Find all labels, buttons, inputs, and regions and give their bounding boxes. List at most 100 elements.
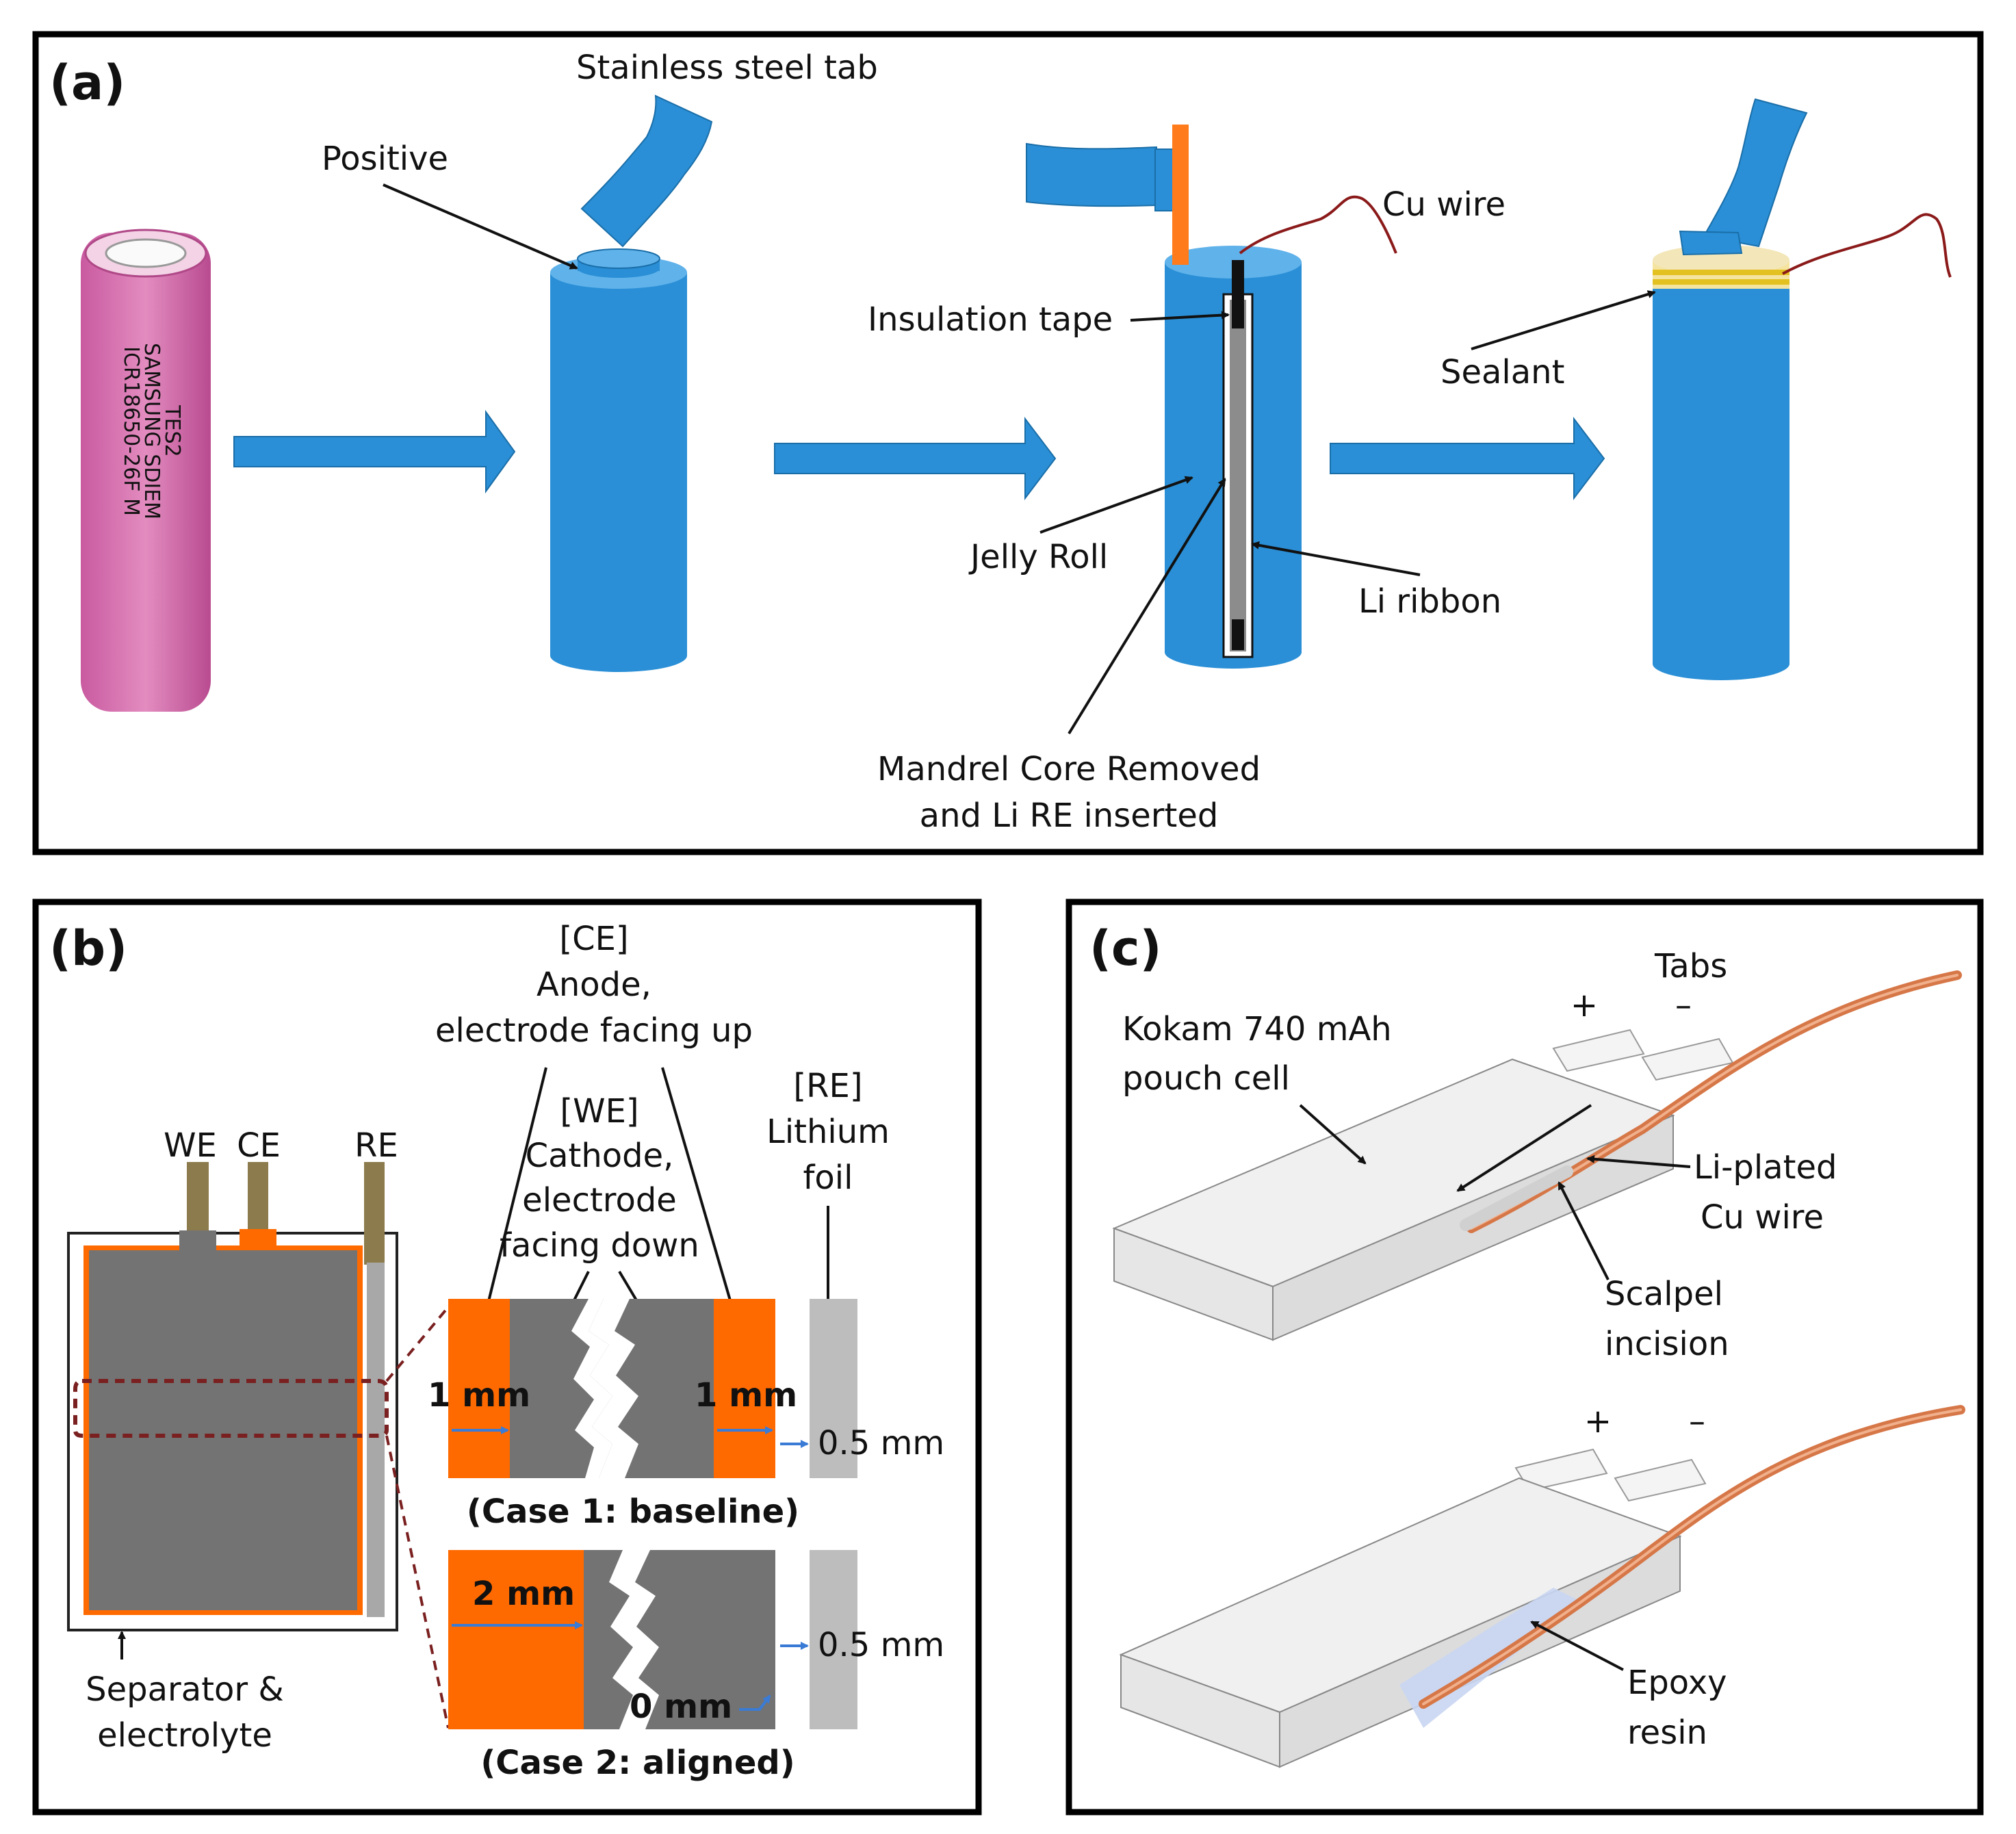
li-ribbon-leader	[1251, 541, 1421, 576]
plus-label-lower: +	[1584, 1402, 1612, 1441]
li-ribbon-label: Li ribbon	[1358, 582, 1501, 621]
ce-desc-line1: Anode,	[537, 966, 651, 1004]
kokam-label-line1: Kokam 740 mAh	[1122, 1010, 1392, 1048]
stainless-steel-tab-loose	[580, 94, 713, 248]
tabs-label: Tabs	[1654, 947, 1727, 985]
zoom-line-bottom	[385, 1435, 450, 1729]
ce-tab	[248, 1162, 268, 1237]
li-ribbon	[1230, 300, 1246, 651]
epoxy-leader	[1530, 1620, 1624, 1671]
case1-1mm-right-label: 1 mm	[695, 1376, 797, 1415]
panel-b: (b) WE CE RE Separator & electrolyte [CE…	[32, 899, 982, 1816]
sealant-leader	[1471, 290, 1656, 350]
case2-2mm-label: 2 mm	[472, 1575, 575, 1613]
panel-a: (a) ICR18650-26F M SAMSUNG SDIEM TES2	[32, 31, 1984, 855]
process-arrow-2	[774, 417, 1057, 500]
ce-tab-base	[240, 1229, 276, 1245]
mandrel-leader	[1068, 478, 1226, 735]
separator-label-line2: electrolyte	[97, 1716, 272, 1755]
positive-leader	[383, 183, 578, 270]
insulation-tape-top	[1232, 260, 1244, 328]
plus-label-upper: +	[1571, 986, 1598, 1024]
samsung-18650-cell: ICR18650-26F M SAMSUNG SDIEM TES2	[81, 229, 211, 712]
insulation-tape-bottom	[1232, 619, 1244, 650]
process-arrow-3	[1330, 417, 1605, 500]
process-arrow-1	[233, 409, 516, 494]
section-dashed-box	[73, 1379, 389, 1438]
orange-lead	[1172, 125, 1189, 265]
cell-print-model: ICR18650-26F M	[119, 346, 143, 516]
case1-break-fill	[589, 1299, 638, 1478]
li-plated-leader	[1586, 1154, 1691, 1168]
panel-c-letter: (c)	[1089, 920, 1161, 977]
we-tag: [WE]	[560, 1092, 638, 1131]
epoxy-label-line1: Epoxy	[1627, 1664, 1727, 1702]
case2-break	[609, 1550, 659, 1729]
ce-leader-right	[661, 1067, 740, 1328]
stainless-steel-tab-label: Stainless steel tab	[576, 49, 878, 87]
jelly-roll-leader	[1039, 476, 1193, 534]
case2-0mm-label: 0 mm	[630, 1688, 732, 1726]
panel-b-letter: (b)	[49, 920, 127, 977]
minus-label-lower: –	[1689, 1402, 1705, 1441]
we-cathode-sheet	[89, 1250, 357, 1610]
mandrel-label-line1: Mandrel Core Removed	[877, 750, 1261, 788]
separator-outline	[67, 1232, 398, 1631]
li-plated-label-line2: Cu wire	[1701, 1198, 1824, 1237]
cell-print-brand: SAMSUNG SDIEM	[140, 343, 164, 519]
case1-re-foil	[810, 1299, 857, 1478]
case2-caption: (Case 2: aligned)	[480, 1744, 794, 1782]
panel-c: (c) Tabs + – Kokam 740 mAh pouch cell Li…	[1065, 899, 1984, 1816]
cell-opened-cylinder	[550, 248, 687, 672]
case2-05mm-label: 0.5 mm	[818, 1626, 944, 1664]
sealed-tab-base	[1679, 230, 1743, 256]
case2-section	[448, 1550, 775, 1729]
epoxy-label-line2: resin	[1627, 1714, 1707, 1752]
separator-label-line1: Separator &	[86, 1670, 284, 1709]
positive-label: Positive	[322, 140, 448, 178]
scalpel-label-line1: Scalpel	[1605, 1275, 1723, 1313]
we-desc-line1: Cathode,	[526, 1137, 674, 1175]
case2-re-foil	[810, 1550, 857, 1729]
li-plated-label-line1: Li-plated	[1694, 1148, 1837, 1187]
case2-dim-0mm	[739, 1694, 771, 1711]
sealed-cylinder	[1653, 245, 1789, 680]
case1-break	[571, 1299, 612, 1478]
li-plated-section	[1460, 1165, 1573, 1231]
scalpel-leader	[1558, 1181, 1610, 1280]
insulation-tape-label: Insulation tape	[868, 300, 1113, 339]
ce-label: CE	[237, 1126, 281, 1165]
we-tab-base	[179, 1230, 216, 1251]
re-desc-line1: Lithium	[766, 1113, 890, 1151]
case1-05mm-label: 0.5 mm	[818, 1424, 944, 1462]
re-tag: [RE]	[793, 1067, 862, 1105]
mandrel-label-line2: and Li RE inserted	[920, 797, 1219, 835]
stainless-steel-tab-attached	[1026, 142, 1157, 207]
we-label: WE	[164, 1126, 217, 1165]
re-tab	[364, 1162, 385, 1265]
sealant-label: Sealant	[1440, 353, 1564, 391]
cu-wire-attached	[1239, 195, 1397, 255]
jelly-roll-label: Jelly Roll	[968, 538, 1108, 576]
cu-wire-sealed	[1782, 213, 1952, 278]
sealed-tab	[1703, 98, 1808, 248]
we-desc-line2: electrode	[522, 1181, 677, 1219]
kokam-label-line2: pouch cell	[1122, 1059, 1290, 1098]
re-label: RE	[354, 1126, 398, 1165]
ce-tag: [CE]	[559, 920, 628, 958]
case1-caption: (Case 1: baseline)	[467, 1493, 799, 1531]
panel-a-letter: (a)	[49, 55, 125, 111]
we-desc-line3: facing down	[500, 1226, 699, 1265]
insertion-arrow	[1456, 1104, 1592, 1192]
cu-wire-label: Cu wire	[1382, 185, 1505, 224]
kokam-leader	[1299, 1104, 1367, 1165]
case1-section	[448, 1299, 775, 1478]
cell-print-code: TES2	[160, 404, 184, 456]
re-desc-line2: foil	[803, 1159, 853, 1197]
re-strip	[367, 1263, 385, 1617]
ce-leader-left	[480, 1067, 547, 1328]
minus-label-upper: –	[1675, 986, 1692, 1024]
case1-1mm-left-label: 1 mm	[428, 1376, 530, 1415]
scalpel-label-line2: incision	[1605, 1325, 1729, 1363]
